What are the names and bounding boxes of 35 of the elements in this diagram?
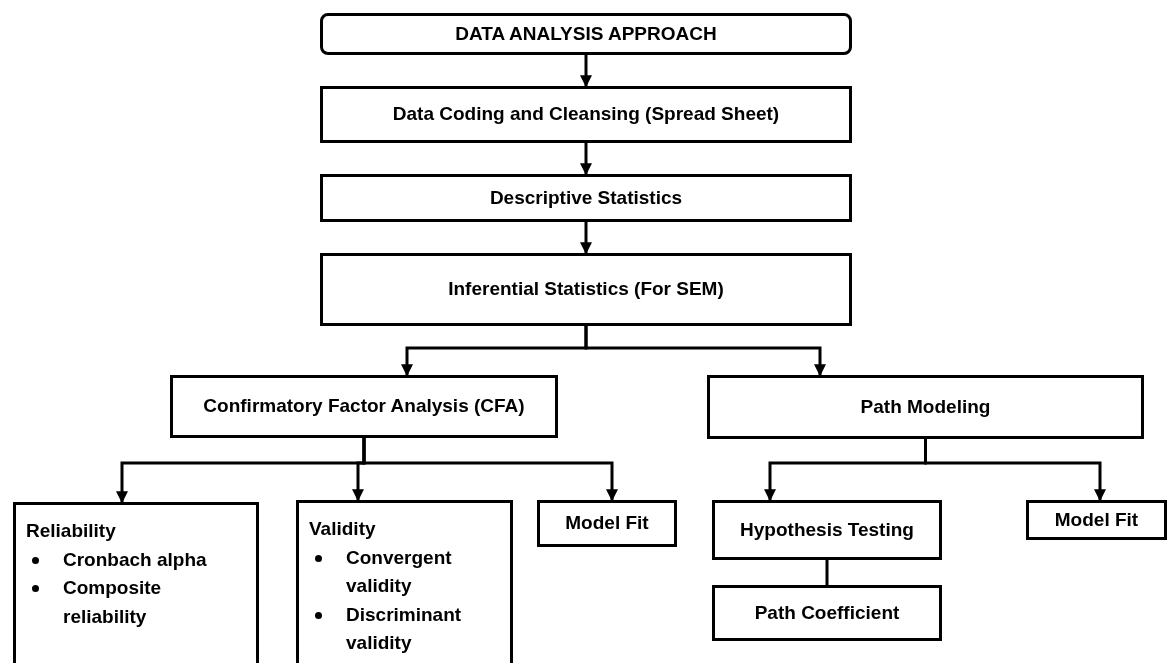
arrow <box>362 438 618 502</box>
box-text: DATA ANALYSIS APPROACH <box>455 21 717 46</box>
process-box <box>296 500 513 663</box>
bullet-text: Composite reliability <box>63 576 163 629</box>
process-box <box>712 585 942 641</box>
process-box <box>13 502 259 663</box>
connector-line <box>825 560 829 585</box>
box-text: Data Coding and Cleansing (Spread Sheet) <box>392 102 780 127</box>
arrow <box>580 222 592 255</box>
box-text: Path Modeling <box>860 394 991 419</box>
process-box <box>320 13 852 55</box>
arrow <box>584 326 826 377</box>
arrow <box>580 55 592 88</box>
process-box <box>707 375 1144 439</box>
arrow <box>580 143 592 176</box>
bullet-text: Convergent validity <box>346 545 453 598</box>
process-box <box>170 375 558 438</box>
box-text: Model Fit <box>1054 507 1139 532</box>
box-text: Path Coefficient <box>754 600 900 625</box>
process-box <box>1026 500 1167 540</box>
heading-text: Validity <box>309 517 376 541</box>
process-box <box>712 500 942 560</box>
box-text: Hypothesis Testing <box>740 517 914 542</box>
arrow <box>924 439 1106 502</box>
heading-text: Reliability <box>26 519 116 543</box>
box-text: Descriptive Statistics <box>489 185 683 210</box>
bullet-text: Discriminant validity <box>346 602 463 655</box>
process-box <box>320 253 852 326</box>
box-text: Confirmatory Factor Analysis (CFA) <box>203 394 525 419</box>
bullet-text: Cronbach alpha <box>63 547 207 572</box>
box-text: Model Fit <box>565 511 649 536</box>
process-box <box>537 500 677 547</box>
box-text: Inferential Statistics (For SEM) <box>448 277 724 302</box>
process-box <box>320 86 852 143</box>
process-box <box>320 174 852 222</box>
